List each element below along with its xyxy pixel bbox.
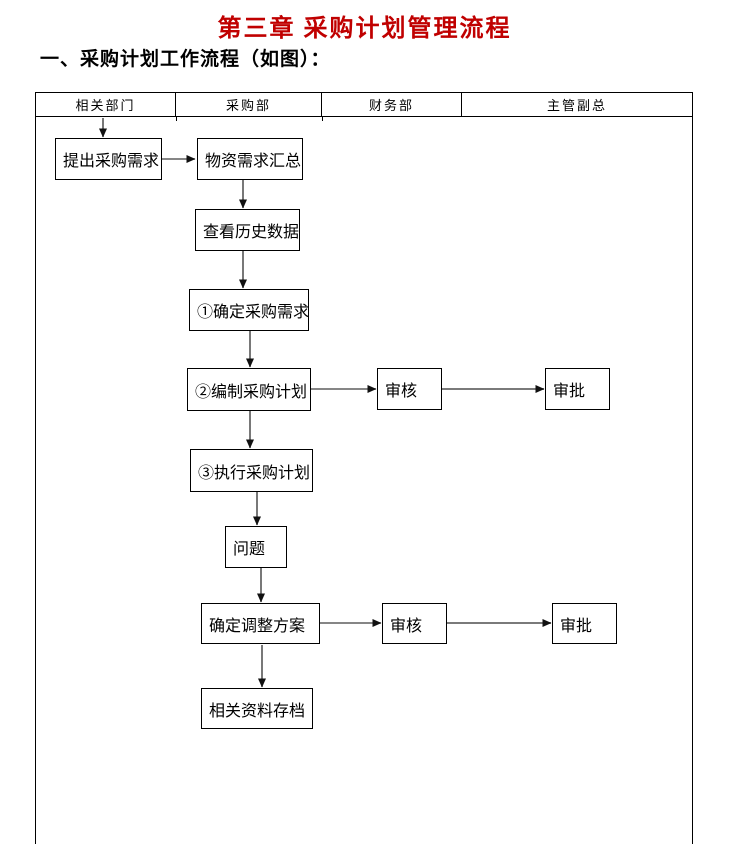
section-heading: 一、采购计划工作流程（如图）：: [40, 49, 331, 70]
lane-header-purchasing-dept: 采购部: [176, 93, 322, 116]
flow-node-execute-plan: ③执行采购计划: [190, 449, 313, 492]
lane-header-row: 相关部门 采购部 财务部 主管副总: [35, 92, 693, 117]
flow-node-compile-plan: ②编制采购计划: [187, 368, 311, 411]
flow-node-problem: 问题: [225, 526, 287, 568]
flow-node-determine-demand: ①确定采购需求: [189, 289, 309, 331]
lane-header-finance-dept: 财务部: [322, 93, 462, 116]
flow-node-review-1: 审核: [377, 368, 442, 410]
flow-node-approve-2: 审批: [552, 603, 617, 644]
page-title: 第三章 采购计划管理流程: [217, 16, 512, 42]
flow-node-view-history: 查看历史数据: [195, 209, 300, 251]
flow-node-review-2: 审核: [382, 603, 447, 644]
flow-node-material-summary: 物资需求汇总: [197, 138, 303, 180]
flow-node-approve-1: 审批: [545, 368, 610, 410]
lane-header-related-departments: 相关部门: [36, 93, 176, 116]
flow-node-archive: 相关资料存档: [201, 688, 313, 729]
lane-header-deputy-gm: 主管副总: [546, 98, 607, 113]
flowchart-canvas: [35, 117, 693, 844]
column-divider-stub: [322, 117, 323, 121]
column-divider-stub: [176, 117, 177, 121]
flow-node-adjust-plan: 确定调整方案: [201, 603, 320, 644]
flow-node-propose-demand: 提出采购需求: [55, 138, 162, 180]
